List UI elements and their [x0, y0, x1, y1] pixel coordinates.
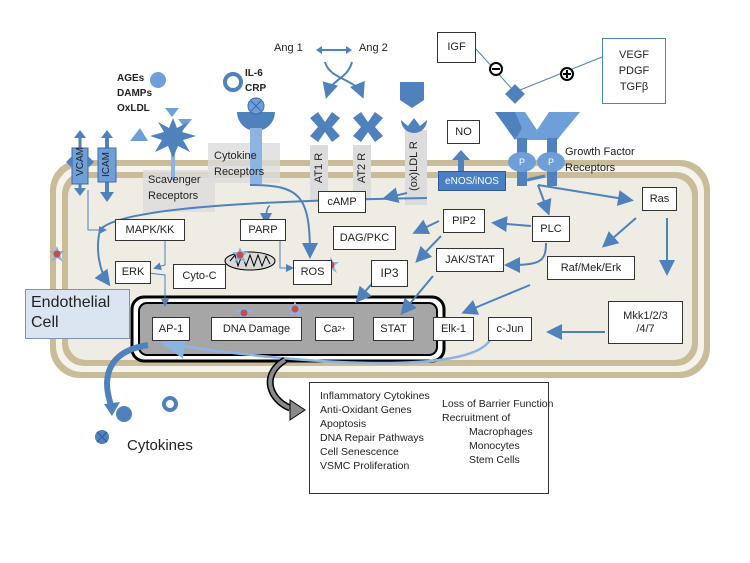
ages-label: AGEs	[117, 73, 145, 84]
dag-pkc-box: DAG/PKC	[333, 226, 396, 250]
nucleus-item-stat: STAT	[373, 317, 414, 341]
scavenger-receptors-label: Scavenger Receptors	[148, 174, 201, 202]
at1r-label: AT1 R	[313, 152, 326, 184]
outcomes-left-list: Inflammatory Cytokines Anti-Oxidant Gene…	[320, 390, 430, 472]
cytokine-receptors-label: Cytokine Receptors	[214, 150, 265, 178]
growth-factor-receptors	[495, 112, 580, 186]
plc-box: PLC	[532, 216, 570, 242]
nucleus-item-cjun: c-Jun	[488, 317, 532, 341]
enos-box: eNOS/iNOS	[438, 171, 506, 191]
cytokine-ring	[162, 396, 178, 412]
at1-receptor	[310, 112, 340, 142]
phospho-label-2: P	[548, 157, 555, 167]
ros-box: ROS	[293, 260, 332, 285]
parp-box: PARP	[240, 219, 286, 241]
phospho-label-1: P	[519, 157, 526, 167]
age-ligand-circle	[150, 72, 166, 88]
raf-mek-erk-box: Raf/Mek/Erk	[547, 256, 635, 280]
vegf-label: VEGF	[619, 49, 649, 61]
at2r-bg	[353, 145, 371, 200]
nucleus-item-ap1: AP-1	[152, 317, 190, 341]
igf-box: IGF	[437, 32, 476, 63]
growth-factors-box: VEGF PDGF TGFβ	[602, 38, 666, 104]
camp-box: cAMP	[318, 191, 366, 213]
ang-exchange-arrow	[316, 46, 365, 99]
icam-receptor	[97, 130, 117, 202]
at2-receptor	[353, 112, 383, 142]
oxldlr-label: (ox)LDL R	[407, 141, 420, 191]
mitochondrion	[224, 251, 276, 271]
ip3-box: IP3	[371, 260, 408, 287]
pdgf-label: PDGF	[618, 65, 650, 77]
cytokine-receptor	[237, 97, 275, 184]
cyto-c-box: Cyto-C	[173, 264, 226, 289]
oxldlr-bg	[405, 130, 427, 205]
ang2-label: Ang 2	[359, 42, 388, 54]
mkk-box: Mkk1/2/3 /4/7	[608, 301, 683, 344]
gf-ligand-diamond	[505, 84, 525, 104]
oxldl-label: OxLDL	[117, 103, 150, 114]
il6-ring	[223, 72, 243, 92]
tgfb-label: TGFβ	[619, 81, 649, 93]
erk-box: ERK	[115, 261, 151, 284]
scavenger-label-bg	[143, 170, 215, 212]
growth-factor-receptors-label: Growth Factor Receptors	[565, 146, 635, 174]
mapk-box: MAPK/KK	[115, 219, 185, 241]
damps-label: DAMPs	[117, 88, 153, 99]
crp-label: CRP	[245, 83, 267, 94]
cytokine-label-bg	[208, 143, 280, 183]
ligand-triangle-2	[178, 119, 192, 128]
secretion-arrow	[104, 342, 149, 410]
oxldl-receptor	[400, 82, 428, 134]
outcomes-box: Inflammatory Cytokines Anti-Oxidant Gene…	[309, 382, 553, 494]
enos-to-no-arrow	[452, 150, 470, 172]
ang1-label: Ang 1	[274, 42, 303, 54]
pip2-box: PIP2	[443, 209, 485, 233]
outcomes-right-list: Loss of Barrier Function Recruitment of …	[442, 398, 554, 466]
ras-box: Ras	[642, 187, 677, 211]
cytokines-label: Cytokines	[127, 437, 193, 454]
vcam-label: VCAM	[74, 147, 86, 176]
ligand-triangle-1	[165, 108, 179, 117]
cytokine-circle	[116, 406, 132, 422]
jak-stat-box: JAK/STAT	[436, 248, 504, 272]
cytokine-crossed-circle	[95, 430, 109, 444]
vcam-receptor	[66, 130, 94, 196]
at2r-label: AT2 R	[356, 152, 369, 184]
icam-label: ICAM	[101, 152, 112, 177]
nucleus-item-dna-damage: DNA Damage	[211, 317, 302, 341]
nucleus-item-elk1: Elk-1	[433, 317, 474, 341]
endothelial-cell-label: Endothelial Cell	[25, 289, 130, 339]
no-box: NO	[447, 120, 480, 144]
ligand-triangle-3	[130, 128, 148, 141]
at1r-bg	[310, 145, 328, 200]
scavenger-receptor	[150, 118, 196, 180]
il6-label: IL-6	[245, 68, 263, 79]
